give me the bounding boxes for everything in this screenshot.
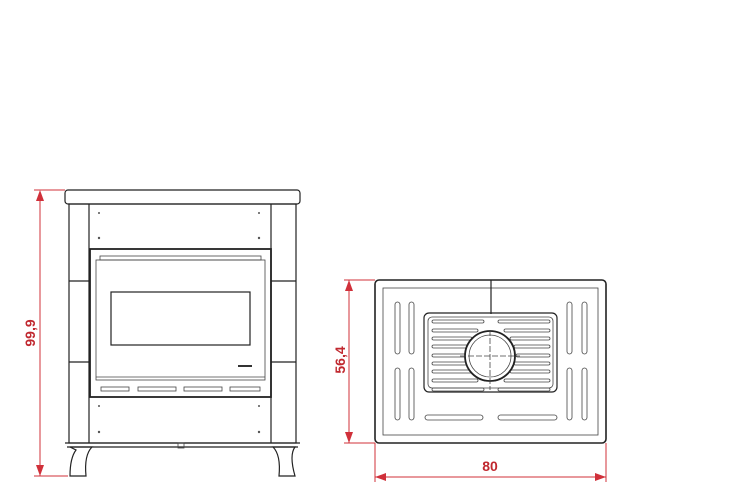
side-slots [394, 301, 588, 421]
top-grate [423, 312, 558, 393]
width-dimension: 80 [374, 443, 607, 482]
height-dimension: 99,9 [22, 189, 68, 477]
firebox-frame [89, 248, 272, 398]
air-vents [100, 386, 261, 392]
depth-dimension: 56,4 [332, 279, 375, 444]
top-view [374, 279, 607, 444]
stove-body [68, 203, 297, 444]
glass-window [110, 291, 251, 346]
grate-slats [431, 319, 551, 392]
width-label: 80 [482, 458, 498, 474]
door[interactable] [95, 259, 266, 381]
brand-plate [238, 365, 252, 367]
right-leg [271, 446, 297, 477]
depth-label: 56,4 [332, 346, 348, 373]
height-label: 99,9 [22, 319, 38, 346]
top-cap [64, 189, 301, 205]
front-view [64, 189, 301, 477]
left-leg [69, 446, 94, 477]
